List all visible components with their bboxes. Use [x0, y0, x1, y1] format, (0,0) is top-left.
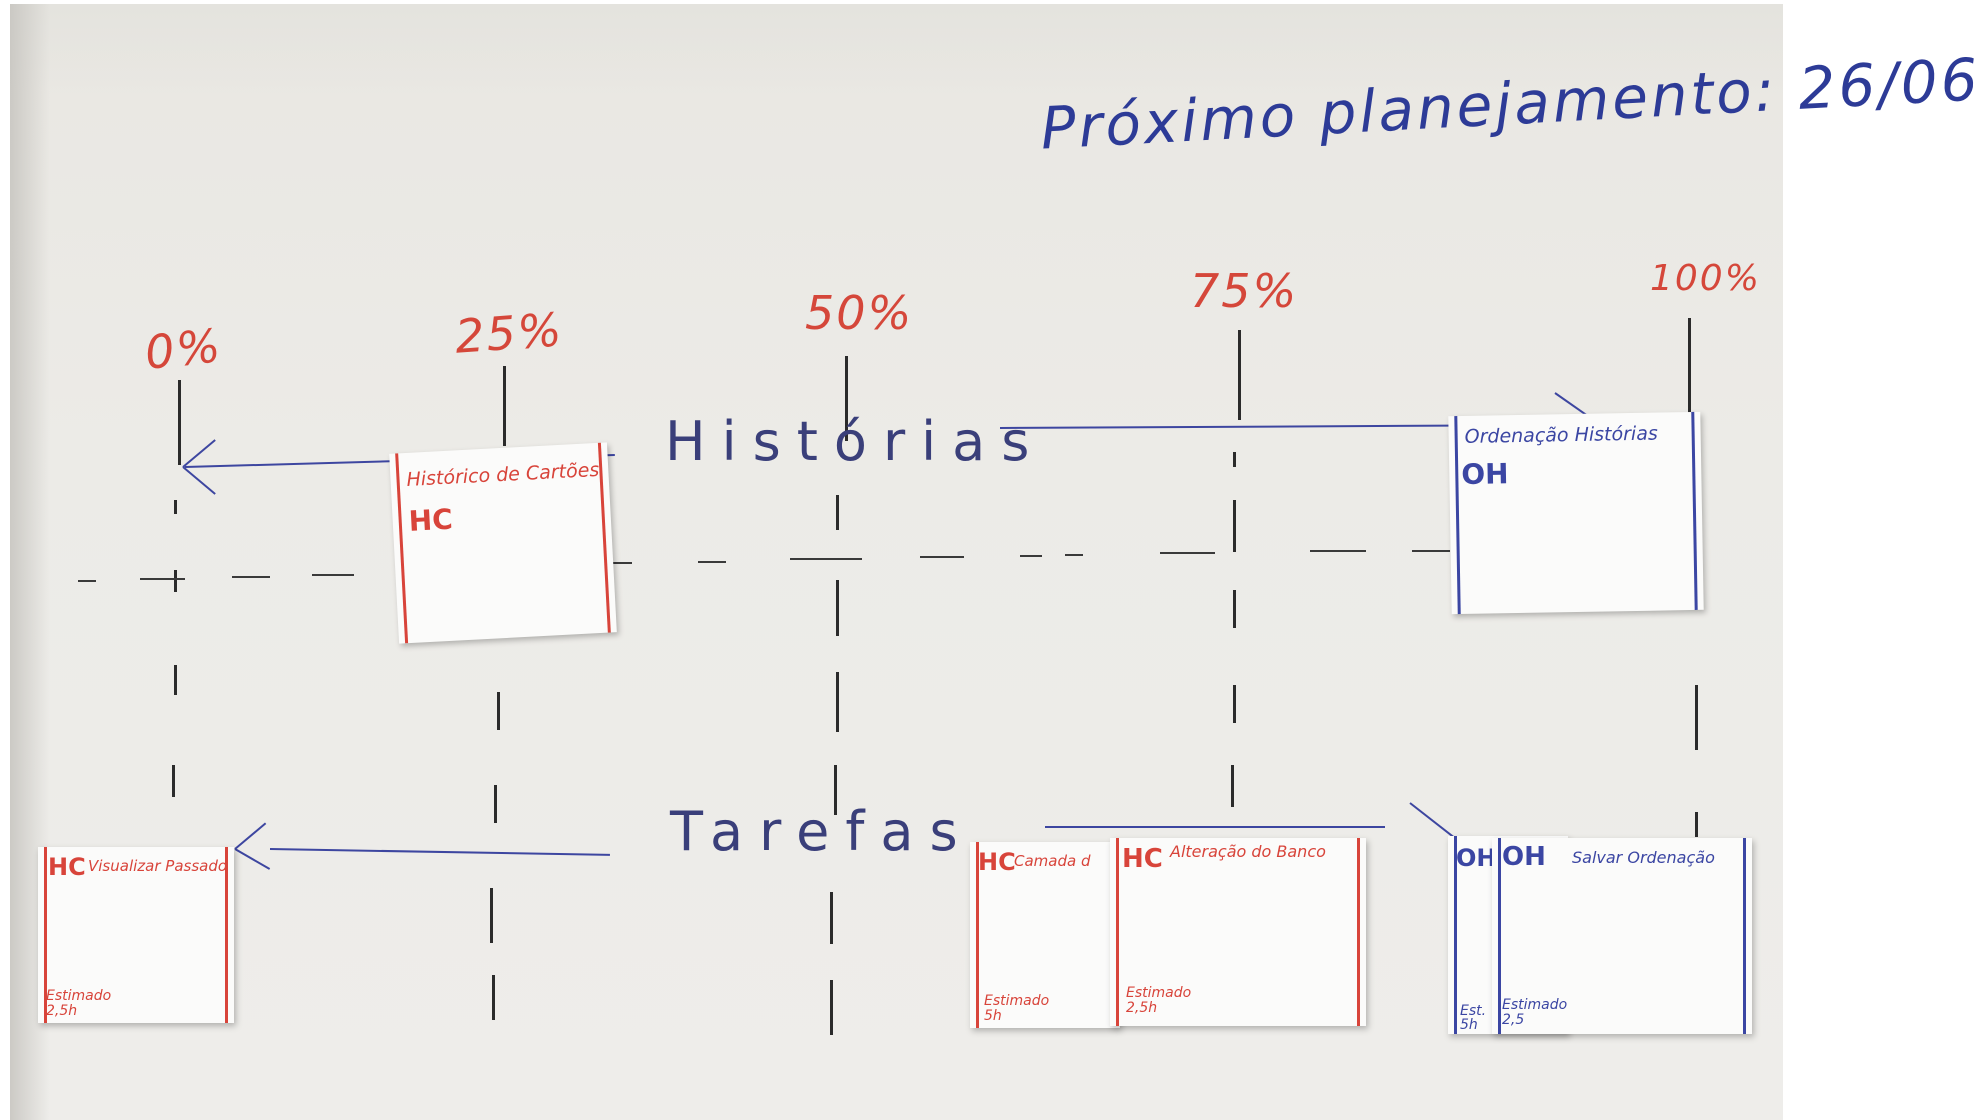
h-dash — [312, 574, 354, 576]
dash-75 — [1233, 452, 1236, 467]
h-dash — [1412, 550, 1450, 552]
card-code: HC — [48, 853, 86, 881]
dash-75 — [1231, 765, 1234, 807]
task-card-hc-camada[interactable]: HC Camada d Estimado 5h — [970, 842, 1120, 1028]
card-edge-line — [44, 847, 47, 1023]
card-estimate-label: Estimado — [1502, 997, 1568, 1013]
card-code: HC — [407, 502, 454, 538]
card-code: HC — [978, 848, 1016, 876]
card-code: OH — [1502, 842, 1546, 872]
card-title: Salvar Ordenação — [1572, 848, 1715, 867]
dash-75 — [1233, 500, 1236, 552]
card-title: Camada d — [1014, 852, 1091, 870]
card-code: OH — [1456, 844, 1497, 872]
dash-0 — [174, 665, 177, 695]
h-dash — [612, 562, 632, 564]
card-edge-line — [976, 842, 979, 1028]
task-card-hc-alteracao[interactable]: HC Alteração do Banco Estimado 2,5h — [1110, 838, 1366, 1026]
tasks-arrow-line-right — [1045, 826, 1385, 828]
h-dash — [698, 561, 726, 563]
milestone-line-100 — [1688, 318, 1691, 413]
story-card-hc[interactable]: Histórico de Cartões HC — [389, 442, 617, 644]
card-edge-line — [1454, 836, 1457, 1034]
dash-50 — [834, 765, 837, 815]
dash-0 — [174, 570, 177, 592]
h-dash — [1065, 554, 1083, 556]
dash-75 — [1233, 590, 1236, 628]
milestone-line-0 — [178, 380, 181, 465]
dash-50 — [830, 892, 833, 944]
card-edge-line — [1357, 838, 1360, 1026]
dash-50 — [836, 580, 839, 636]
dash-100 — [1695, 812, 1698, 837]
dash-50 — [830, 980, 833, 1035]
card-title: Histórico de Cartões — [405, 458, 600, 491]
card-title: Alteração do Banco — [1170, 842, 1326, 861]
milestone-label-50: 50% — [805, 286, 914, 340]
stories-row-label: Histórias — [665, 410, 1046, 473]
milestone-line-50 — [845, 356, 848, 441]
card-estimate-label: Estimado — [1126, 985, 1192, 1001]
dash-25 — [490, 888, 493, 943]
milestone-line-75 — [1238, 330, 1241, 420]
card-title: Visualizar Passado — [88, 857, 228, 875]
milestone-label-100: 100% — [1650, 258, 1761, 299]
board-top-shade — [10, 4, 1783, 94]
card-edge-line — [225, 847, 228, 1023]
card-estimate: 5h — [1460, 1017, 1478, 1033]
card-code: OH — [1461, 457, 1509, 491]
h-dash — [232, 576, 270, 578]
dash-25 — [494, 785, 497, 823]
card-edge-line — [1743, 838, 1746, 1034]
h-dash — [920, 556, 964, 558]
tasks-row-label: Tarefas — [670, 800, 974, 863]
story-card-oh[interactable]: Ordenação Histórias OH — [1448, 411, 1704, 615]
h-dash — [140, 578, 185, 580]
card-edge-line — [1454, 416, 1461, 615]
dash-25 — [497, 692, 500, 730]
dash-75 — [1233, 685, 1236, 723]
card-title: Ordenação Histórias — [1464, 422, 1658, 448]
dash-50 — [836, 495, 839, 530]
card-edge-line — [1116, 838, 1119, 1026]
card-estimate: 2,5h — [1126, 1000, 1158, 1016]
h-dash — [78, 580, 96, 582]
card-estimate-label: Estimado — [46, 988, 112, 1004]
milestone-line-25 — [503, 366, 506, 446]
dash-25 — [492, 975, 495, 1020]
h-dash — [1160, 552, 1215, 554]
card-estimate: 2,5h — [46, 1003, 78, 1019]
h-dash — [1310, 550, 1366, 552]
task-card-hc-visualizar[interactable]: HC Visualizar Passado Estimado 2,5h — [38, 847, 234, 1023]
dash-100 — [1695, 685, 1698, 750]
card-estimate: 5h — [984, 1008, 1002, 1024]
card-estimate-label: Estimado — [984, 993, 1050, 1009]
card-code: HC — [1122, 844, 1163, 874]
milestone-label-75: 75% — [1190, 264, 1299, 318]
card-estimate: 2,5 — [1502, 1012, 1525, 1028]
card-edge-line — [1498, 838, 1501, 1034]
task-card-oh-salvar[interactable]: OH Salvar Ordenação Estimado 2,5 — [1492, 838, 1752, 1034]
h-dash — [790, 558, 862, 560]
milestone-label-25: 25% — [453, 302, 566, 364]
card-edge-line — [1691, 411, 1698, 610]
milestone-label-0: 0% — [142, 318, 225, 380]
h-dash — [1020, 555, 1042, 557]
dash-0 — [174, 500, 177, 514]
dash-0 — [172, 765, 175, 797]
dash-50 — [836, 672, 839, 732]
card-estimate-label: Est. — [1460, 1003, 1487, 1019]
